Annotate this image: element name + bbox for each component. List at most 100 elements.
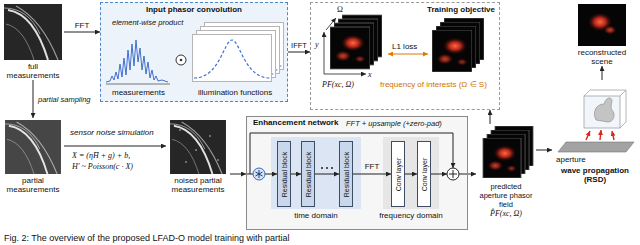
node-title: predicted aperture phasor field xyxy=(476,182,536,209)
product-symbol xyxy=(176,55,186,65)
flow-arrow xyxy=(33,80,34,118)
figure-label: aperture xyxy=(556,155,586,164)
image-node: noised partial measurements xyxy=(166,118,230,194)
axis-arrow xyxy=(326,18,336,30)
image-node: wave propagation (RSD) xyxy=(552,80,638,184)
measurement-image xyxy=(4,4,62,60)
flow-arrow xyxy=(315,174,339,175)
figure-label: Ω xyxy=(337,5,343,14)
measurement-image xyxy=(4,4,226,174)
figure-label: element-wise product xyxy=(112,18,183,27)
figure-label: x xyxy=(368,70,372,79)
flow-arrow xyxy=(230,174,246,175)
sum-symbol xyxy=(449,170,457,178)
product-symbol xyxy=(180,59,183,62)
spectrum-plot xyxy=(106,84,170,85)
flow-arrow xyxy=(291,174,301,175)
node-title: Residual block xyxy=(304,142,313,206)
figure-label: measurements xyxy=(112,88,165,97)
flow-arrow xyxy=(64,32,100,33)
panel-fill xyxy=(383,137,439,209)
flow-arrow xyxy=(490,110,491,124)
flow-arrow xyxy=(288,52,310,53)
illumination-plot xyxy=(193,23,284,82)
image-node: reconstructed scene xyxy=(566,2,638,66)
panel-box: Training objective xyxy=(310,2,500,110)
figure-label: illumination functions xyxy=(198,88,272,97)
measurement-image xyxy=(185,161,187,163)
spectrum-plot xyxy=(106,40,168,82)
node-title: partial measurements xyxy=(2,176,64,194)
panel-fill xyxy=(100,2,468,230)
convolution-symbol xyxy=(256,170,263,178)
image-node: predicted aperture phasor fieldP̂F(xc, Ω… xyxy=(476,124,536,218)
phasor-stack xyxy=(432,30,472,72)
product-symbol xyxy=(176,55,186,65)
network-wire xyxy=(265,174,277,175)
wave-illustration xyxy=(584,96,620,128)
figure-label: PF(xc, Ω) xyxy=(322,80,354,89)
figure-label: frequency of interests (Ω ∈ S) xyxy=(380,80,498,89)
figure-label: FFT + upsample (+zero-pad) xyxy=(346,119,442,128)
flow-arrow xyxy=(64,146,166,147)
node-title: Conv layer xyxy=(394,142,403,206)
layer-block: Conv layer xyxy=(417,141,431,207)
wave-illustration xyxy=(558,142,634,152)
node-title: reconstructed scene xyxy=(566,48,638,66)
image-node: partial measurements xyxy=(2,118,64,194)
layer-block: Residual block xyxy=(277,141,291,207)
scene-image xyxy=(603,25,617,35)
scene-image xyxy=(578,4,626,46)
image-node: full measurements xyxy=(2,2,64,80)
measurement-image xyxy=(179,129,181,131)
measurement-image xyxy=(5,120,61,174)
flow-arrow xyxy=(602,66,603,80)
axis-arrow xyxy=(324,32,325,74)
measurement-image xyxy=(195,149,197,151)
layer-block: Residual block xyxy=(339,141,353,207)
wave-illustration xyxy=(620,90,626,96)
illumination-plot xyxy=(193,35,272,82)
node-title: Residual block xyxy=(280,142,289,206)
wave-illustration xyxy=(600,130,601,140)
convolution-symbol xyxy=(253,168,265,180)
axis-arrow xyxy=(324,18,366,74)
figure-label: time domain xyxy=(294,211,338,220)
node-title: Conv layer xyxy=(420,142,429,206)
flow-arrow xyxy=(468,174,476,175)
ellipsis-dots xyxy=(321,167,333,169)
measurement-image xyxy=(209,135,211,137)
ellipsis-dots xyxy=(321,167,323,169)
edge-label: IFFT xyxy=(291,41,307,50)
figure-label: X = (ηH̄ + g) + b, xyxy=(72,151,130,160)
measurement-image xyxy=(217,159,219,161)
layer-block: Residual block xyxy=(301,141,315,207)
node-title: Residual block xyxy=(342,142,351,206)
wave-illustration xyxy=(586,131,590,140)
figure-caption: Fig. 2: The overview of the proposed LFA… xyxy=(4,233,289,244)
edge-label: FFT xyxy=(75,21,90,30)
loss-arrow xyxy=(388,54,428,55)
flow-arrow xyxy=(353,174,391,175)
node-title: noised partial measurements xyxy=(166,176,230,194)
loss-arrow xyxy=(388,53,428,54)
sum-symbol xyxy=(447,168,459,180)
convolution-symbol xyxy=(253,168,265,180)
phasor-stack xyxy=(330,15,533,178)
figure-label: y xyxy=(315,40,319,49)
spectrum-plot xyxy=(106,40,170,84)
node-title: Input phasor convolution xyxy=(101,5,287,15)
figure-label: sensor noise simulation xyxy=(70,128,154,137)
axis-arrow xyxy=(324,74,366,75)
wave-illustration xyxy=(612,131,614,140)
panel-fill xyxy=(100,2,288,102)
flow-arrow xyxy=(405,174,417,175)
ellipsis-dots xyxy=(326,167,328,169)
figure-label: H′ ~ Poisson(c · X) xyxy=(72,162,133,171)
node-formula: P̂F(xc, Ω) xyxy=(476,209,536,218)
panel-box: Input phasor convolution xyxy=(100,2,288,102)
node-title: wave propagation (RSD) xyxy=(552,166,638,184)
measurement-image xyxy=(170,120,226,174)
layer-block: Conv layer xyxy=(391,141,405,207)
edge-label: partial sampling xyxy=(38,95,91,104)
